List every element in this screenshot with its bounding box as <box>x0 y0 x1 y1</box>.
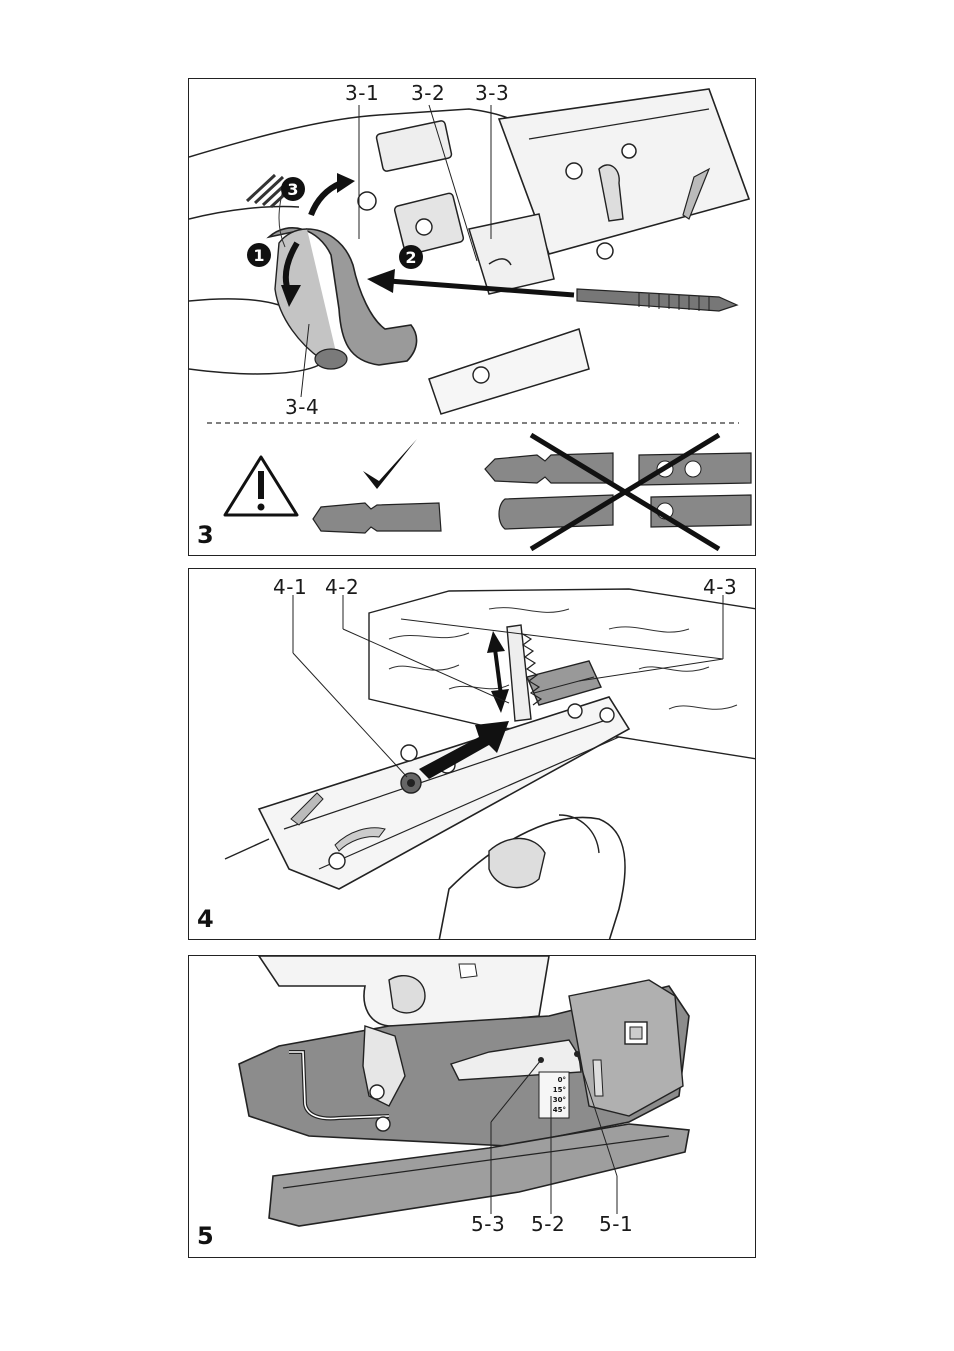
figure-number: 4 <box>197 905 214 933</box>
figure-number: 5 <box>197 1222 214 1250</box>
step-2-badge <box>399 245 423 269</box>
callout-4-3: 4-3 <box>703 575 738 599</box>
bevel-scale <box>538 1071 570 1119</box>
correct-blade <box>312 502 442 534</box>
bevel-scale-0: 0° <box>558 1076 566 1084</box>
incorrect-blade <box>650 494 752 528</box>
step-2-number: 2 <box>405 248 416 267</box>
callout-3-3: 3-3 <box>475 81 510 105</box>
cross-icon <box>529 432 721 552</box>
step-1-number: 1 <box>253 246 264 265</box>
figure-3-panel: 1 2 3 3-1 3-2 3-3 3 <box>188 78 756 556</box>
callout-3-4: 3-4 <box>285 395 320 419</box>
figure-4-illustration <box>224 588 755 939</box>
callout-5-2: 5-2 <box>531 1212 566 1236</box>
figure-5-illustration: 0° 15° 30° 45° <box>238 956 690 1227</box>
incorrect-blade <box>484 452 614 484</box>
callout-3-1: 3-1 <box>345 81 380 105</box>
callout-4-1: 4-1 <box>273 575 308 599</box>
callout-5-1: 5-1 <box>599 1212 634 1236</box>
step-1-badge <box>247 243 271 267</box>
step-3-number: 3 <box>287 180 298 199</box>
figure-4-panel: 4-1 4-2 4-3 4 <box>188 568 756 940</box>
incorrect-blade <box>498 494 614 530</box>
bevel-scale-30: 30° <box>553 1096 566 1104</box>
check-icon <box>363 439 417 489</box>
figure-5-panel: 0° 15° 30° 45° 5-3 5-2 5-1 5 <box>188 955 756 1258</box>
bevel-scale-45: 45° <box>553 1106 566 1114</box>
callout-4-2: 4-2 <box>325 575 360 599</box>
figure-number: 3 <box>197 521 214 549</box>
figure-3-illustration: 1 2 3 <box>189 88 752 552</box>
callout-5-3: 5-3 <box>471 1212 506 1236</box>
step-3-badge <box>281 177 305 201</box>
bevel-scale-15: 15° <box>553 1086 566 1094</box>
callout-3-2: 3-2 <box>411 81 446 105</box>
